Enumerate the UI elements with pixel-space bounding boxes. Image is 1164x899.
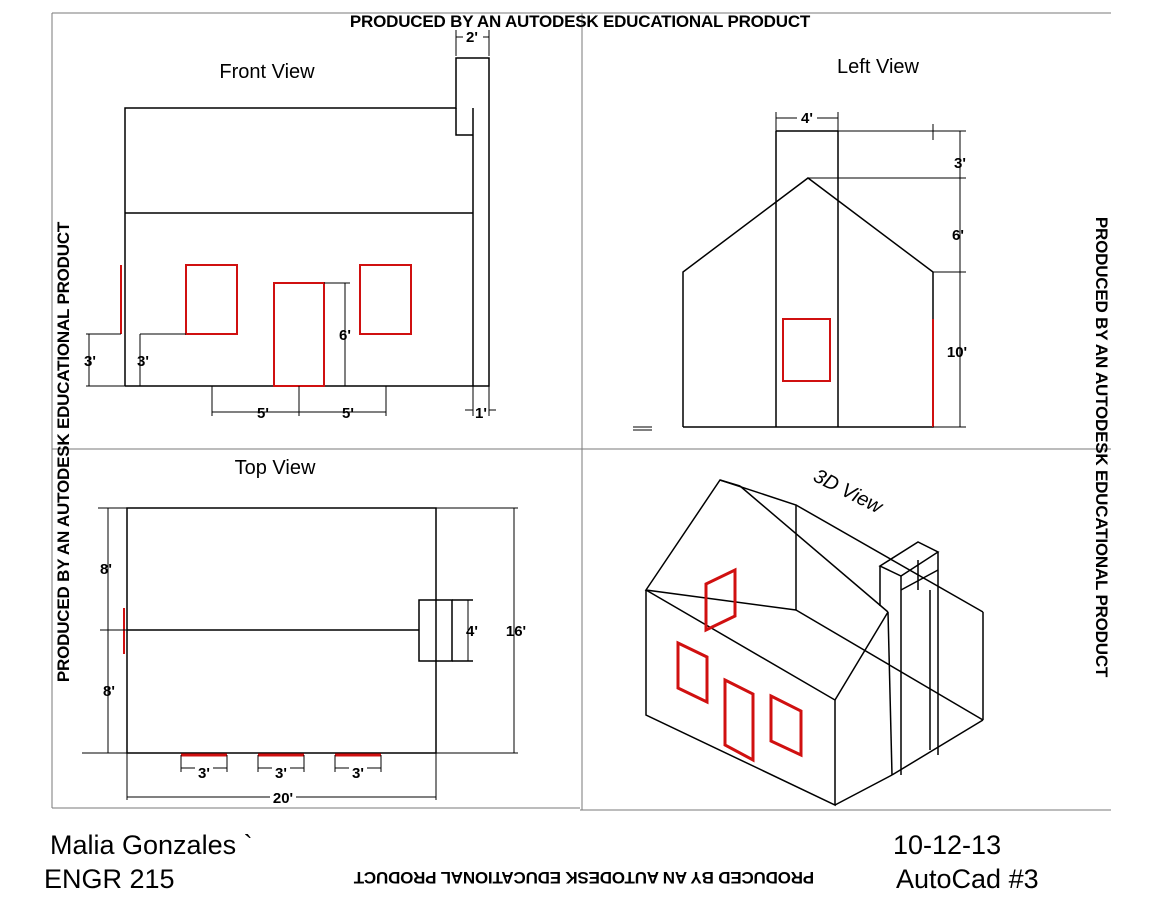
front-door: [273, 282, 325, 387]
front-view-outline: [124, 57, 490, 387]
front-dim-spacing-right: 5': [342, 405, 354, 422]
top-dim-length: 20': [273, 790, 293, 807]
front-dim-chimney-depth: 1': [475, 405, 487, 422]
front-dim-chimney-width: 2': [466, 29, 478, 46]
watermark-bottom: PRODUCED BY AN AUTODESK EDUCATIONAL PROD…: [353, 868, 814, 887]
course-code: ENGR 215: [44, 864, 175, 894]
top-dim-chimney: 4': [466, 623, 478, 640]
iso-window-right: [769, 693, 803, 758]
left-dim-roof-height: 6': [952, 227, 964, 244]
top-dim-opening-2: 3': [275, 765, 287, 782]
top-view: Top View 4' 8' 8' 16': [82, 457, 526, 807]
left-dim-chimney-width: 4': [801, 110, 813, 127]
front-view-title: Front View: [219, 61, 315, 83]
iso-window-left: [676, 640, 709, 705]
front-view: Front View 2' 3' 3' 6' 5' 5': [84, 29, 496, 422]
iso-door: [723, 677, 755, 763]
sheet-border: [51, 12, 1111, 811]
top-dim-half-upper: 8': [100, 561, 112, 578]
iso-view-title: 3D View: [810, 465, 887, 519]
front-dim-spacing-left: 5': [257, 405, 269, 422]
top-dim-opening-3: 3': [352, 765, 364, 782]
top-dim-half-lower: 8': [103, 683, 115, 700]
watermark-left: PRODUCED BY AN AUTODESK EDUCATIONAL PROD…: [54, 221, 73, 682]
top-dim-depth: 16': [506, 623, 526, 640]
left-view: Left View 4' 3' 6' 10': [633, 56, 967, 431]
left-view-outline: [682, 177, 934, 428]
iso-view: 3D View: [644, 465, 984, 807]
left-view-title: Left View: [837, 56, 919, 78]
front-window-left: [185, 264, 238, 335]
front-dim-sill-left: 3': [84, 353, 96, 370]
iso-window-gable: [704, 567, 737, 633]
top-dim-opening-1: 3': [198, 765, 210, 782]
assignment-name: AutoCad #3: [896, 864, 1039, 894]
top-view-title: Top View: [235, 457, 316, 479]
watermark-right: PRODUCED BY AN AUTODESK EDUCATIONAL PROD…: [1092, 217, 1111, 678]
student-name: Malia Gonzales `: [50, 830, 253, 860]
front-dim-door-height: 6': [339, 327, 351, 344]
left-dim-chimney-above: 3': [954, 155, 966, 172]
front-window-right: [359, 264, 412, 335]
left-dim-wall-height: 10': [947, 344, 967, 361]
drawing-date: 10-12-13: [893, 830, 1001, 860]
left-window: [782, 318, 831, 382]
title-block: Malia Gonzales ` ENGR 215 10-12-13 AutoC…: [44, 830, 1039, 894]
top-chimney: [418, 599, 453, 662]
watermark-top: PRODUCED BY AN AUTODESK EDUCATIONAL PROD…: [350, 12, 811, 31]
front-dim-sill-right: 3': [137, 353, 149, 370]
